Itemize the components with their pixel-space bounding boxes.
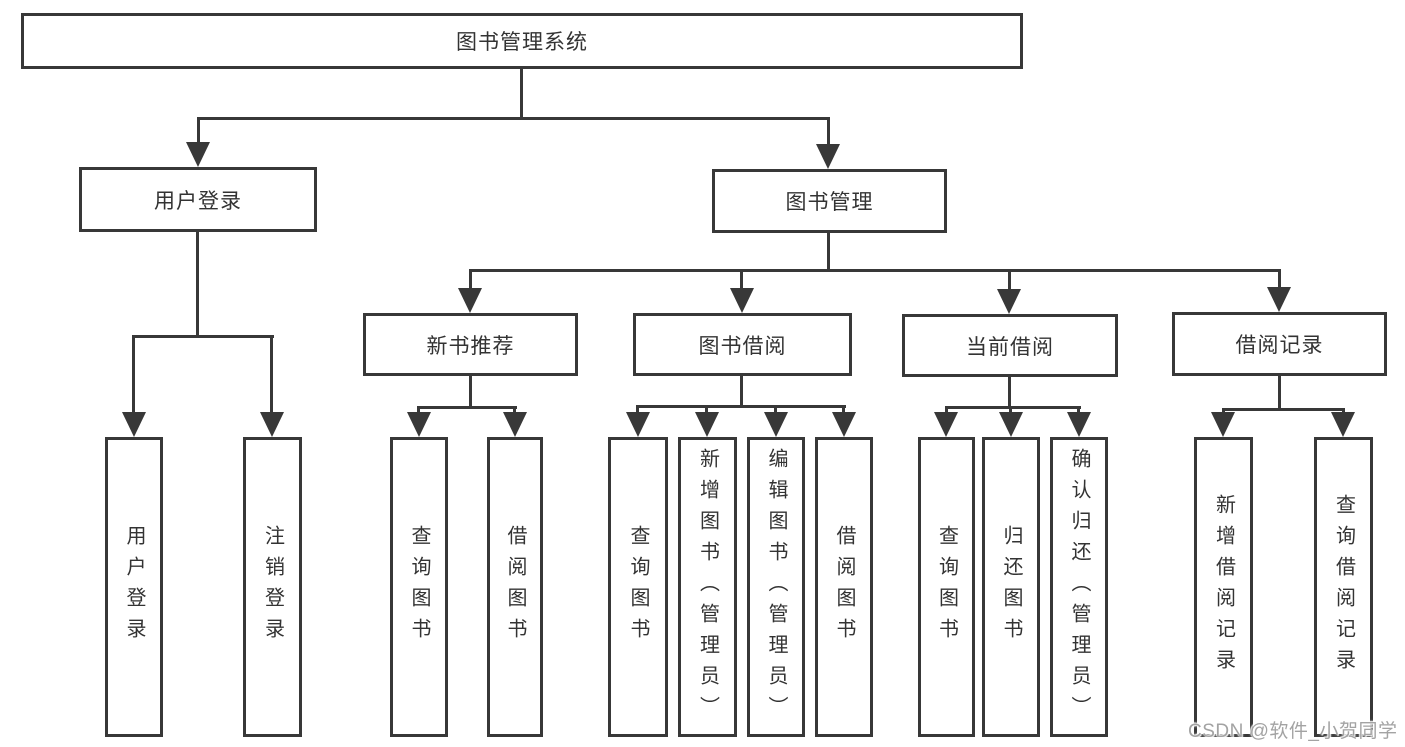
connector-book-rail <box>469 269 1281 272</box>
connector-root-rail <box>197 117 830 120</box>
node-book-management: 图书管理 <box>712 169 947 233</box>
arrowhead-g2-leaf-1 <box>934 412 958 437</box>
node-book-borrowing: 图书借阅 <box>633 313 852 376</box>
connector-g2-drop <box>1008 377 1011 409</box>
leaf-g3-query-borrow-record-label: 查询借阅记录 <box>1332 494 1355 680</box>
connector-g2-stem-3 <box>1077 406 1080 415</box>
leaf-logout: 注销登录 <box>243 437 302 737</box>
arrowhead-login-leaf <box>122 412 146 437</box>
node-root-system: 图书管理系统 <box>21 13 1023 69</box>
leaf-g3-add-borrow-record-label: 新增借阅记录 <box>1212 494 1235 680</box>
connector-g0-drop <box>469 376 472 409</box>
leaf-g1-edit-books-admin-label: 编辑图书（管理员） <box>765 447 787 727</box>
arrowhead-g3-leaf-1 <box>1211 412 1235 437</box>
leaf-g3-add-borrow-record: 新增借阅记录 <box>1194 437 1253 737</box>
arrowhead-book-mgmt <box>816 144 840 169</box>
connector-g1-stem-4 <box>842 405 845 415</box>
leaf-g0-borrow-books: 借阅图书 <box>487 437 543 737</box>
connector-root-drop <box>520 69 523 118</box>
arrowhead-g0-leaf-1 <box>407 412 431 437</box>
node-borrowing-records: 借阅记录 <box>1172 312 1387 376</box>
leaf-g1-borrow-books-label: 借阅图书 <box>833 525 855 649</box>
connector-stem-new-books <box>469 269 472 291</box>
csdn-watermark: CSDN @软件_小贺同学 <box>1188 721 1398 742</box>
arrowhead-user-login <box>186 142 210 167</box>
arrowhead-g1-leaf-4 <box>832 412 856 437</box>
connector-g3-drop <box>1278 376 1281 411</box>
leaf-g1-edit-books-admin: 编辑图书（管理员） <box>747 437 805 737</box>
arrowhead-g2-leaf-2 <box>999 412 1023 437</box>
connector-g2-rail <box>945 406 1081 409</box>
connector-g0-stem-1 <box>417 406 420 415</box>
leaf-logout-label: 注销登录 <box>261 525 284 649</box>
leaf-g1-add-books-admin-label: 新增图书（管理员） <box>696 447 719 727</box>
leaf-g2-return-books: 归还图书 <box>982 437 1040 737</box>
arrowhead-g3-leaf-2 <box>1331 412 1355 437</box>
leaf-g1-query-books-label: 查询图书 <box>627 525 649 649</box>
leaf-user-login: 用户登录 <box>105 437 163 737</box>
connector-g2-stem-2 <box>1009 406 1012 415</box>
arrowhead-g2-leaf-3 <box>1067 412 1091 437</box>
connector-g3-stem-2 <box>1342 408 1345 414</box>
arrowhead-g0-leaf-2 <box>503 412 527 437</box>
leaf-g2-query-books-label: 查询图书 <box>935 525 958 649</box>
connector-g1-rail <box>637 405 846 408</box>
connector-g2-stem-1 <box>945 406 948 415</box>
leaf-g1-query-books: 查询图书 <box>608 437 668 737</box>
leaf-g0-borrow-books-label: 借阅图书 <box>504 525 526 649</box>
connector-stem-current-borrow <box>1008 269 1011 292</box>
leaf-g0-query-books-label: 查询图书 <box>408 525 430 649</box>
leaf-g1-borrow-books: 借阅图书 <box>815 437 873 737</box>
connector-g0-stem-2 <box>513 406 516 415</box>
arrowhead-book-borrow <box>730 288 754 313</box>
connector-stem-login-leaf <box>132 335 135 413</box>
arrowhead-logout-leaf <box>260 412 284 437</box>
leaf-g2-confirm-return-admin-label: 确认归还（管理员） <box>1068 447 1090 727</box>
node-new-book-recommend: 新书推荐 <box>363 313 578 376</box>
connector-g3-rail <box>1222 408 1345 411</box>
leaf-g2-query-books: 查询图书 <box>918 437 975 737</box>
leaf-user-login-label: 用户登录 <box>123 525 145 649</box>
connector-user-rail <box>132 335 274 338</box>
arrowhead-g1-leaf-2 <box>695 412 719 437</box>
arrowhead-g1-leaf-1 <box>626 412 650 437</box>
leaf-g3-query-borrow-record: 查询借阅记录 <box>1314 437 1373 737</box>
leaf-g2-return-books-label: 归还图书 <box>1000 525 1022 649</box>
connector-book-drop <box>827 233 830 272</box>
connector-g1-stem-1 <box>636 405 639 415</box>
node-user-login: 用户登录 <box>79 167 317 232</box>
connector-g1-stem-3 <box>774 405 777 415</box>
connector-g3-stem-1 <box>1222 408 1225 414</box>
connector-g1-drop <box>740 376 743 408</box>
connector-stem-book-borrow <box>740 269 743 291</box>
arrowhead-new-books <box>458 288 482 313</box>
leaf-g2-confirm-return-admin: 确认归还（管理员） <box>1050 437 1108 737</box>
node-current-borrowing: 当前借阅 <box>902 314 1118 377</box>
connector-user-drop <box>196 232 199 338</box>
connector-stem-book-mgmt <box>827 117 830 147</box>
arrowhead-g1-leaf-3 <box>764 412 788 437</box>
leaf-g0-query-books: 查询图书 <box>390 437 448 737</box>
connector-g1-stem-2 <box>705 405 708 415</box>
arrowhead-borrow-records <box>1267 287 1291 312</box>
connector-g0-rail <box>417 406 517 409</box>
arrowhead-current-borrow <box>997 289 1021 314</box>
connector-stem-user-login <box>197 117 200 145</box>
leaf-g1-add-books-admin: 新增图书（管理员） <box>678 437 737 737</box>
connector-stem-borrow-records <box>1278 269 1281 290</box>
connector-stem-logout-leaf <box>270 335 273 413</box>
